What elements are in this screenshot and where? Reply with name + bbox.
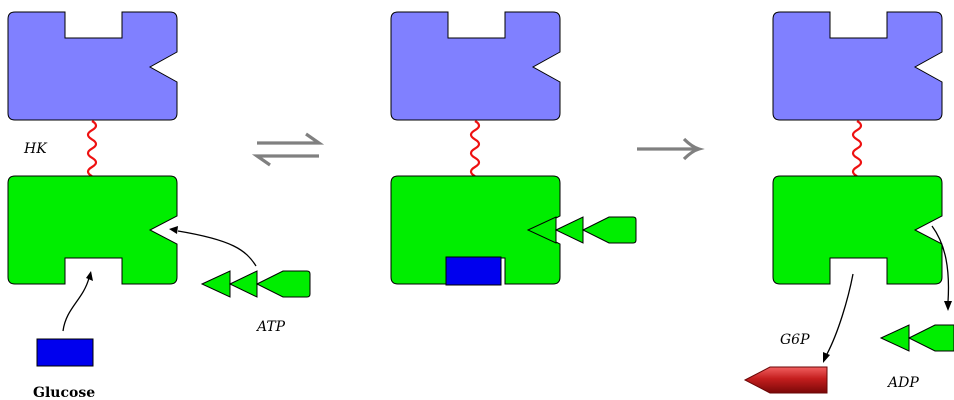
enzyme-bottom-domain <box>7 175 178 285</box>
step-products: G6P ADP <box>743 11 954 394</box>
step-free-enzyme: HK Glucose ATP <box>7 11 311 400</box>
enzyme-top-domain <box>772 11 943 121</box>
atp-base <box>581 216 637 244</box>
atp-phosphate-beta <box>228 270 258 298</box>
linker-spring <box>851 120 863 178</box>
atp-molecule <box>200 270 311 298</box>
enzyme-top-domain <box>390 11 561 121</box>
glucose-label: Glucose <box>33 385 95 400</box>
enzyme-top-domain <box>7 11 178 121</box>
forward-arrow-head <box>682 137 705 161</box>
atp-phosphate-gamma <box>200 270 231 298</box>
bound-atp <box>526 216 637 244</box>
g6p-release-arrow <box>826 273 854 355</box>
forward-arrow <box>637 137 705 161</box>
glucose-binding-arrowhead <box>86 271 93 281</box>
atp-phosphate-beta <box>554 216 584 244</box>
atp-base <box>255 270 311 298</box>
enzyme-label: HK <box>23 141 48 157</box>
linker-spring <box>86 120 98 178</box>
bound-glucose <box>445 256 502 286</box>
adp-phosphate <box>879 324 910 352</box>
atp-binding-arrowhead <box>169 226 178 234</box>
linker-spring <box>469 120 481 178</box>
glucose-binding-arrow <box>62 277 90 332</box>
equilibrium-arrow <box>251 132 325 167</box>
adp-label: ADP <box>886 375 919 391</box>
atp-label: ATP <box>255 319 286 335</box>
enzyme-bottom-domain <box>772 175 943 285</box>
g6p-label: G6P <box>780 332 810 348</box>
adp-base <box>907 324 954 352</box>
step-bound-complex <box>390 11 637 286</box>
enzyme-bottom-domain <box>390 175 561 285</box>
equilibrium-reverse-harpoon <box>251 154 319 167</box>
g6p-release-arrowhead <box>823 352 830 363</box>
adp-release-arrow <box>931 225 950 303</box>
g6p-molecule <box>743 366 828 394</box>
atp-binding-arrow <box>177 230 257 267</box>
equilibrium-forward-harpoon <box>257 132 325 145</box>
adp-release-arrowhead <box>944 301 952 311</box>
adp-molecule <box>879 324 954 352</box>
glucose-molecule <box>36 338 94 367</box>
